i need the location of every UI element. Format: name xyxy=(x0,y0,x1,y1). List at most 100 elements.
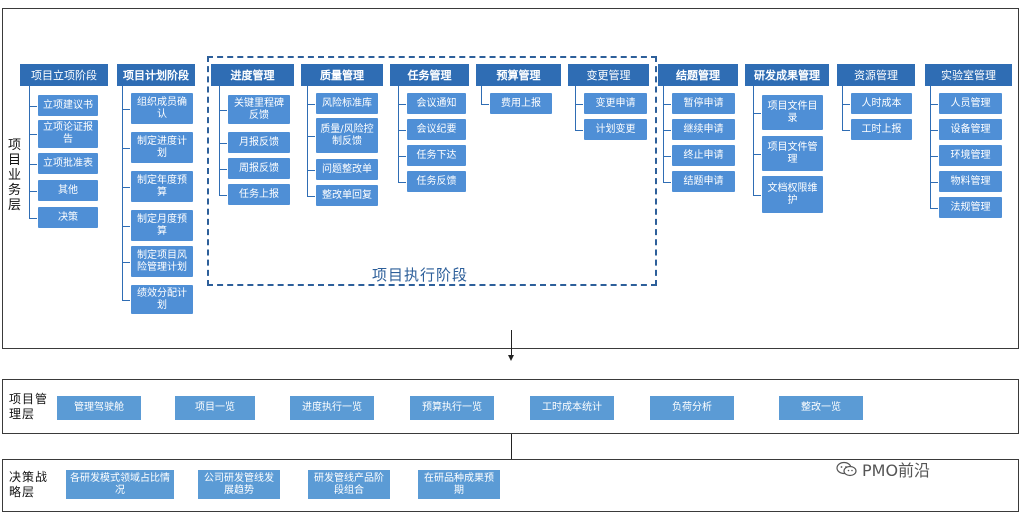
column-11-item: 环境管理 xyxy=(939,145,1002,166)
strategy-layer-label: 决策战略层 xyxy=(9,470,49,500)
connector-tick xyxy=(122,262,130,263)
execution-phase-label: 项目执行阶段 xyxy=(372,266,469,284)
connector-tick xyxy=(307,196,315,197)
connector-tick xyxy=(398,130,406,131)
column-header-9: 研发成果管理 xyxy=(745,64,829,86)
management-layer-label: 项目管理层 xyxy=(9,392,49,422)
column-header-10: 资源管理 xyxy=(837,64,915,86)
connector-tick xyxy=(29,218,37,219)
connector-tick xyxy=(663,130,671,131)
column-11-item: 设备管理 xyxy=(939,119,1002,140)
execution-phase-box xyxy=(207,56,657,286)
column-3-item: 月报反馈 xyxy=(228,132,290,153)
connector-tick xyxy=(753,154,761,155)
column-2-item: 制定项目风险管理计划 xyxy=(131,246,193,277)
strategy-item: 公司研发管线发展趋势 xyxy=(198,470,280,499)
connector-tick xyxy=(29,106,37,107)
arrow-down-2 xyxy=(508,434,514,465)
column-header-3: 进度管理 xyxy=(211,64,294,86)
column-header-2: 项目计划阶段 xyxy=(117,64,195,86)
column-3-item: 任务上报 xyxy=(228,184,290,205)
management-item: 负荷分析 xyxy=(650,396,734,420)
column-4-item: 质量/风险控制反馈 xyxy=(316,118,378,153)
column-7-item: 计划变更 xyxy=(584,119,647,140)
column-6-item: 费用上报 xyxy=(490,93,552,114)
connector-tick xyxy=(29,164,37,165)
column-1-item: 立项论证报告 xyxy=(38,120,98,148)
connector-tick xyxy=(398,182,406,183)
connector-tick xyxy=(219,195,227,196)
connector-tick xyxy=(575,130,583,131)
management-layer-label-text: 项目管理层 xyxy=(9,392,49,421)
column-3-item: 周报反馈 xyxy=(228,158,290,179)
management-item: 工时成本统计 xyxy=(530,396,614,420)
connector-tick xyxy=(219,110,227,111)
column-1-item: 立项建议书 xyxy=(38,95,98,116)
connector-tick xyxy=(398,156,406,157)
column-header-7: 变更管理 xyxy=(568,64,649,86)
connector-tick xyxy=(575,104,583,105)
connector-tick xyxy=(307,104,315,105)
connector-tick xyxy=(842,130,850,131)
connector-tick xyxy=(842,104,850,105)
connector-tick xyxy=(219,143,227,144)
connector-tick xyxy=(930,104,938,105)
management-item: 进度执行一览 xyxy=(290,396,374,420)
column-8-item: 继续申请 xyxy=(672,119,735,140)
connector-tick xyxy=(481,104,489,105)
connector-tick xyxy=(122,187,130,188)
column-2-item: 绩效分配计划 xyxy=(131,285,193,314)
connector-tick xyxy=(122,148,130,149)
column-connector-7 xyxy=(575,86,576,130)
column-9-item: 项目文件目录 xyxy=(762,95,823,130)
connector-tick xyxy=(930,208,938,209)
column-connector-3 xyxy=(219,86,220,195)
connector-tick xyxy=(663,182,671,183)
column-connector-11 xyxy=(930,86,931,208)
column-5-item: 会议通知 xyxy=(407,93,466,114)
column-5-item: 任务下达 xyxy=(407,145,466,166)
column-8-item: 结题申请 xyxy=(672,171,735,192)
column-7-item: 变更申请 xyxy=(584,93,647,114)
column-5-item: 会议纪要 xyxy=(407,119,466,140)
arrow-down-1 xyxy=(508,330,514,361)
column-connector-4 xyxy=(307,86,308,196)
column-9-item: 文档权限维护 xyxy=(762,176,823,213)
column-connector-8 xyxy=(663,86,664,182)
watermark-text: PMO前沿 xyxy=(862,461,931,480)
connector-tick xyxy=(122,109,130,110)
management-item: 项目一览 xyxy=(175,396,255,420)
column-2-item: 制定年度预算 xyxy=(131,171,193,202)
column-5-item: 任务反馈 xyxy=(407,171,466,192)
connector-tick xyxy=(753,113,761,114)
strategy-item: 各研发模式领域占比情况 xyxy=(66,470,174,499)
column-2-item: 组织成员确认 xyxy=(131,93,193,124)
column-2-item: 制定进度计划 xyxy=(131,132,193,163)
connector-tick xyxy=(307,170,315,171)
column-9-item: 项目文件管理 xyxy=(762,136,823,171)
connector-tick xyxy=(753,195,761,196)
column-header-1: 项目立项阶段 xyxy=(20,64,108,86)
column-connector-9 xyxy=(753,86,754,195)
connector-tick xyxy=(398,104,406,105)
column-8-item: 暂停申请 xyxy=(672,93,735,114)
management-item: 管理驾驶舱 xyxy=(57,396,141,420)
column-4-item: 问题整改单 xyxy=(316,159,378,180)
strategy-item: 研发管线产品阶段组合 xyxy=(308,470,390,499)
strategy-item: 在研品种成果预期 xyxy=(418,470,500,499)
column-1-item: 决策 xyxy=(38,207,98,228)
column-1-item: 其他 xyxy=(38,180,98,201)
connector-tick xyxy=(307,136,315,137)
column-11-item: 人员管理 xyxy=(939,93,1002,114)
column-1-item: 立项批准表 xyxy=(38,153,98,174)
column-10-item: 人时成本 xyxy=(851,93,912,114)
connector-tick xyxy=(219,169,227,170)
column-4-item: 整改单回复 xyxy=(316,185,378,206)
column-header-8: 结题管理 xyxy=(658,64,738,86)
column-header-4: 质量管理 xyxy=(301,64,383,86)
connector-tick xyxy=(122,300,130,301)
column-8-item: 终止申请 xyxy=(672,145,735,166)
management-item: 预算执行一览 xyxy=(410,396,494,420)
connector-tick xyxy=(930,130,938,131)
column-4-item: 风险标准库 xyxy=(316,93,378,114)
